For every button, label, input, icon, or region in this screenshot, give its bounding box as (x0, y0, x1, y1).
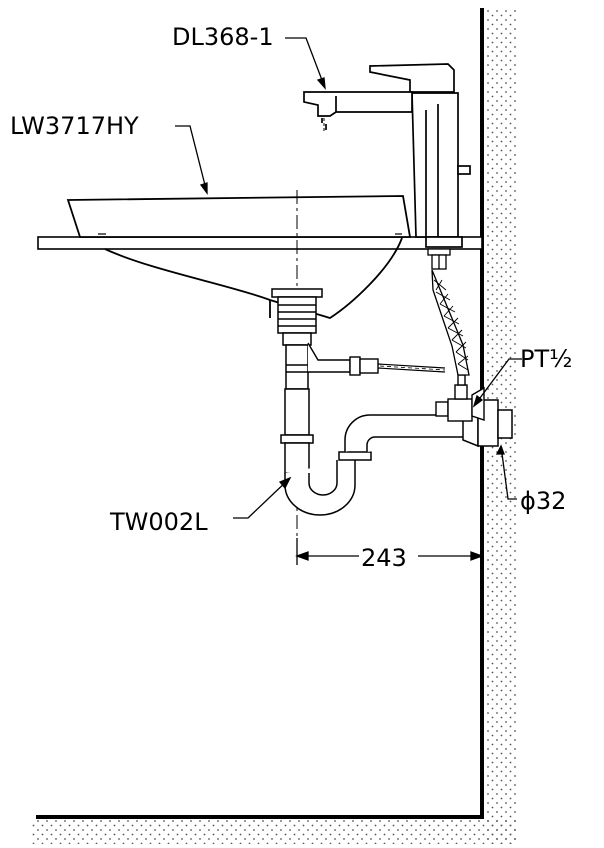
trap (280, 388, 470, 516)
leader-lines (175, 37, 522, 519)
dimension-243-label: 243 (361, 544, 407, 572)
basin-model-label: LW3717HY (10, 112, 139, 140)
countertop (37, 236, 483, 250)
popup-drain (271, 288, 323, 390)
supply-thread-label: PT½ (520, 345, 572, 373)
trap-model-label: TW002L (109, 508, 208, 536)
basin (66, 195, 412, 319)
drain-diameter-label: ϕ32 (520, 487, 566, 515)
popup-lever (307, 342, 446, 376)
dimension-243 (295, 538, 484, 565)
faucet-model-label: DL368-1 (172, 23, 274, 51)
faucet (303, 63, 471, 248)
supply-hose (427, 248, 470, 376)
